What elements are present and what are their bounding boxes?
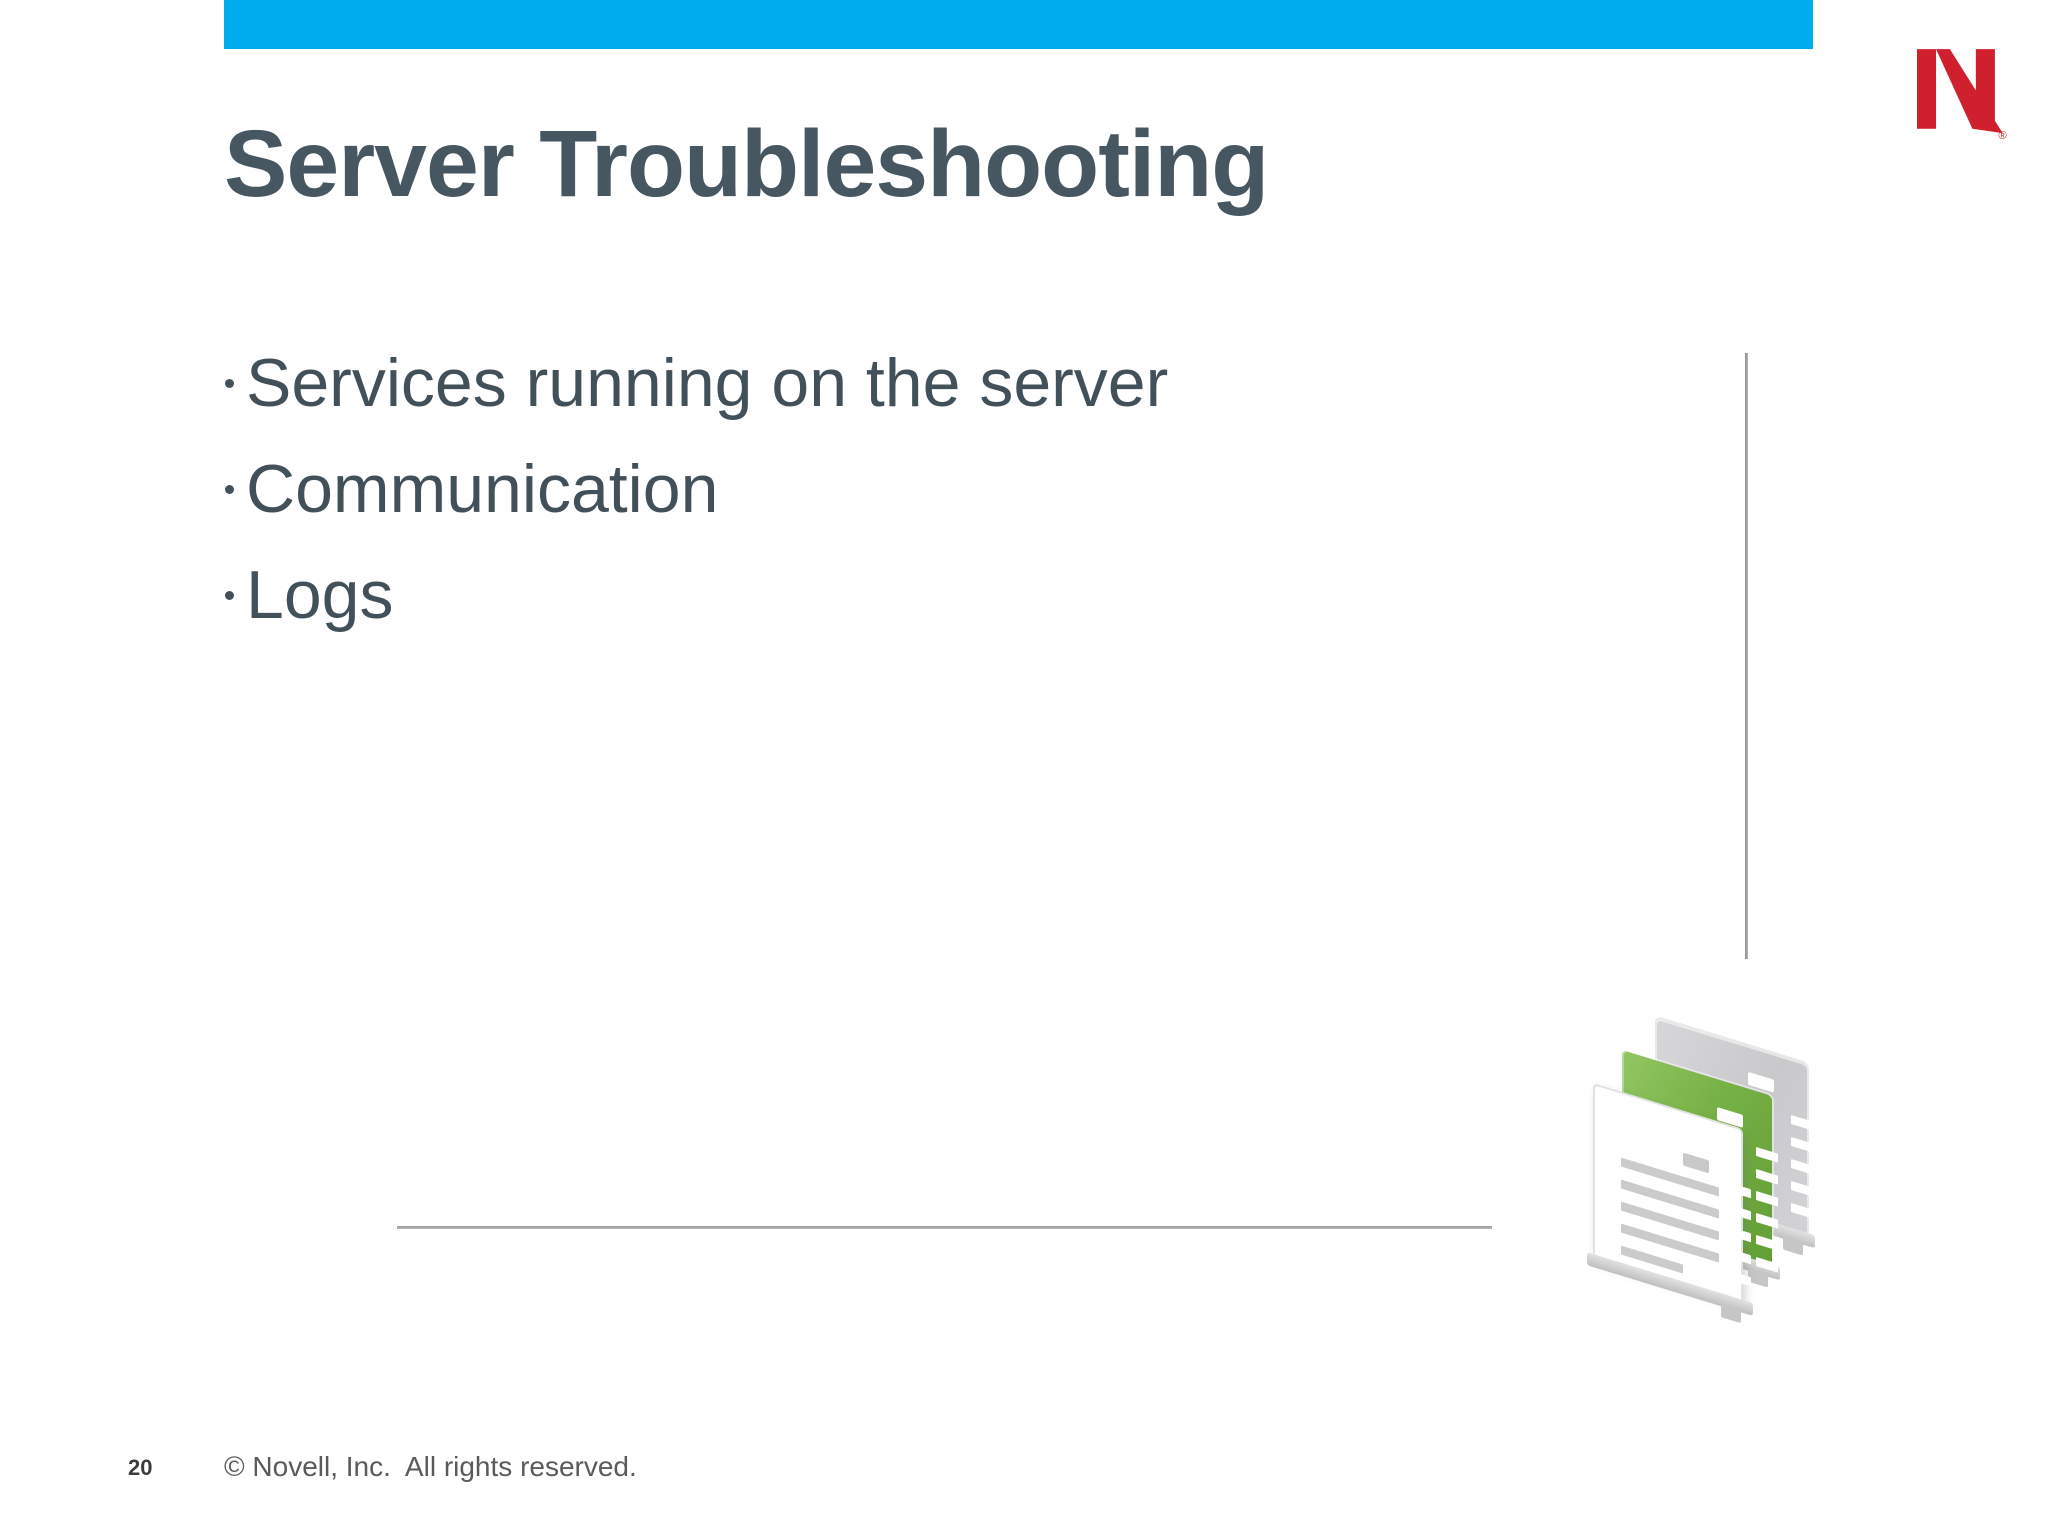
vertical-divider bbox=[1745, 353, 1748, 959]
bullet-dot bbox=[225, 485, 234, 494]
stacked-documents-icon bbox=[1587, 1015, 1825, 1330]
horizontal-divider bbox=[397, 1226, 1492, 1229]
logo-diagonal-stroke bbox=[1936, 49, 2003, 134]
bullet-item: Services running on the server bbox=[224, 330, 1168, 436]
bullet-item: Logs bbox=[224, 542, 1168, 648]
bullet-text: Services running on the server bbox=[246, 345, 1169, 421]
bullet-text: Communication bbox=[246, 451, 719, 527]
bullet-dot bbox=[225, 379, 234, 388]
page-header-bar bbox=[1683, 1152, 1709, 1174]
page-number: 20 bbox=[128, 1455, 153, 1480]
bullet-item: Communication bbox=[224, 436, 1168, 542]
copyright-notice: © Novell, Inc. All rights reserved. bbox=[224, 1451, 637, 1482]
novell-n-logo: ® bbox=[1917, 49, 2007, 142]
logo-registered-mark: ® bbox=[1998, 130, 2007, 142]
bullet-text: Logs bbox=[246, 557, 394, 633]
bullet-dot bbox=[225, 591, 234, 600]
accent-bar bbox=[224, 0, 1813, 49]
slide-title: Server Troubleshooting bbox=[224, 111, 1269, 217]
logo-left-stroke bbox=[1917, 49, 1937, 129]
bullet-list: Services running on the server Communica… bbox=[224, 330, 1168, 648]
